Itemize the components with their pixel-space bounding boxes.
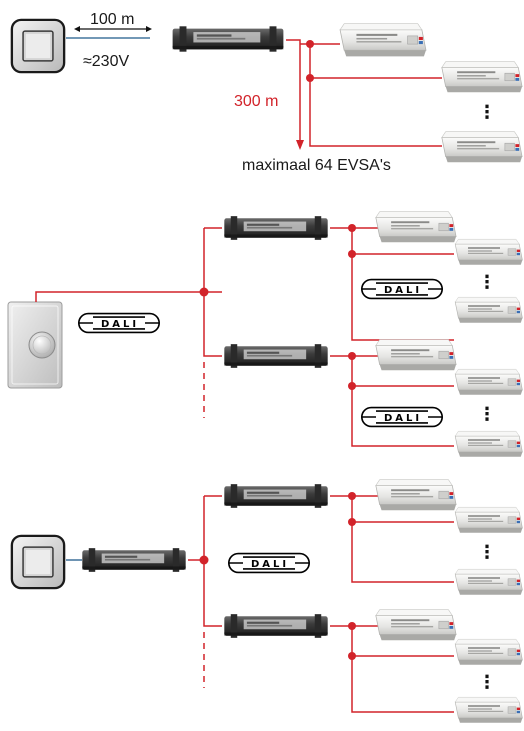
evsa-ballast-icon xyxy=(454,238,523,266)
wall-switch-icon xyxy=(10,534,66,590)
evsa-ballast-icon xyxy=(375,211,457,243)
wall-switch-icon xyxy=(10,18,66,74)
section-2-wiring xyxy=(35,227,454,447)
distance-top-label: 100 m xyxy=(90,11,134,28)
more-ellipsis-icon: ⋮ xyxy=(478,672,496,693)
evsa-ballast-icon xyxy=(454,506,523,534)
section-3-wiring xyxy=(188,495,454,713)
control-driver-icon xyxy=(172,26,284,52)
voltage-label: ≈230V xyxy=(83,53,129,70)
evsa-ballast-icon xyxy=(441,131,523,163)
dali-driver-icon xyxy=(224,614,328,638)
evsa-ballast-icon xyxy=(375,479,457,511)
dimmer-panel-icon xyxy=(7,301,63,389)
distance-arrow-red xyxy=(296,140,304,150)
evsa-ballast-icon xyxy=(441,61,523,93)
dali-logo-text: DALI xyxy=(101,319,139,330)
dali-driver-icon xyxy=(224,344,328,368)
max-evsa-label: maximaal 64 EVSA's xyxy=(242,157,391,174)
more-ellipsis-icon: ⋮ xyxy=(478,542,496,563)
more-ellipsis-icon: ⋮ xyxy=(478,272,496,293)
dali-logo-text: DALI xyxy=(251,559,289,570)
control-driver-icon xyxy=(82,548,186,572)
evsa-ballast-icon xyxy=(375,609,457,641)
section-3-switch-to-dali: DALI ⋮ ⋮ xyxy=(10,479,523,724)
evsa-ballast-icon xyxy=(454,296,523,324)
more-ellipsis-icon: ⋮ xyxy=(478,102,496,123)
evsa-ballast-icon xyxy=(454,696,523,724)
evsa-ballast-icon xyxy=(454,638,523,666)
section-2-dali-dimmer: DALI ⋮ DALI ⋮ xyxy=(7,211,523,458)
dali-logo-text: DALI xyxy=(384,413,422,424)
more-ellipsis-icon: ⋮ xyxy=(478,404,496,425)
dali-driver-icon xyxy=(224,216,328,240)
evsa-ballast-icon xyxy=(454,368,523,396)
dali-driver-icon xyxy=(224,484,328,508)
evsa-ballast-icon xyxy=(454,568,523,596)
evsa-ballast-icon xyxy=(375,339,457,371)
evsa-ballast-icon xyxy=(339,23,427,57)
evsa-ballast-icon xyxy=(454,430,523,458)
dali-logo-text: DALI xyxy=(384,285,422,296)
section-1-switch-to-evsa: 100 m ≈230V 300 m ⋮ maximaal 64 EVSA's xyxy=(10,11,523,174)
distance-red-label: 300 m xyxy=(234,93,278,110)
